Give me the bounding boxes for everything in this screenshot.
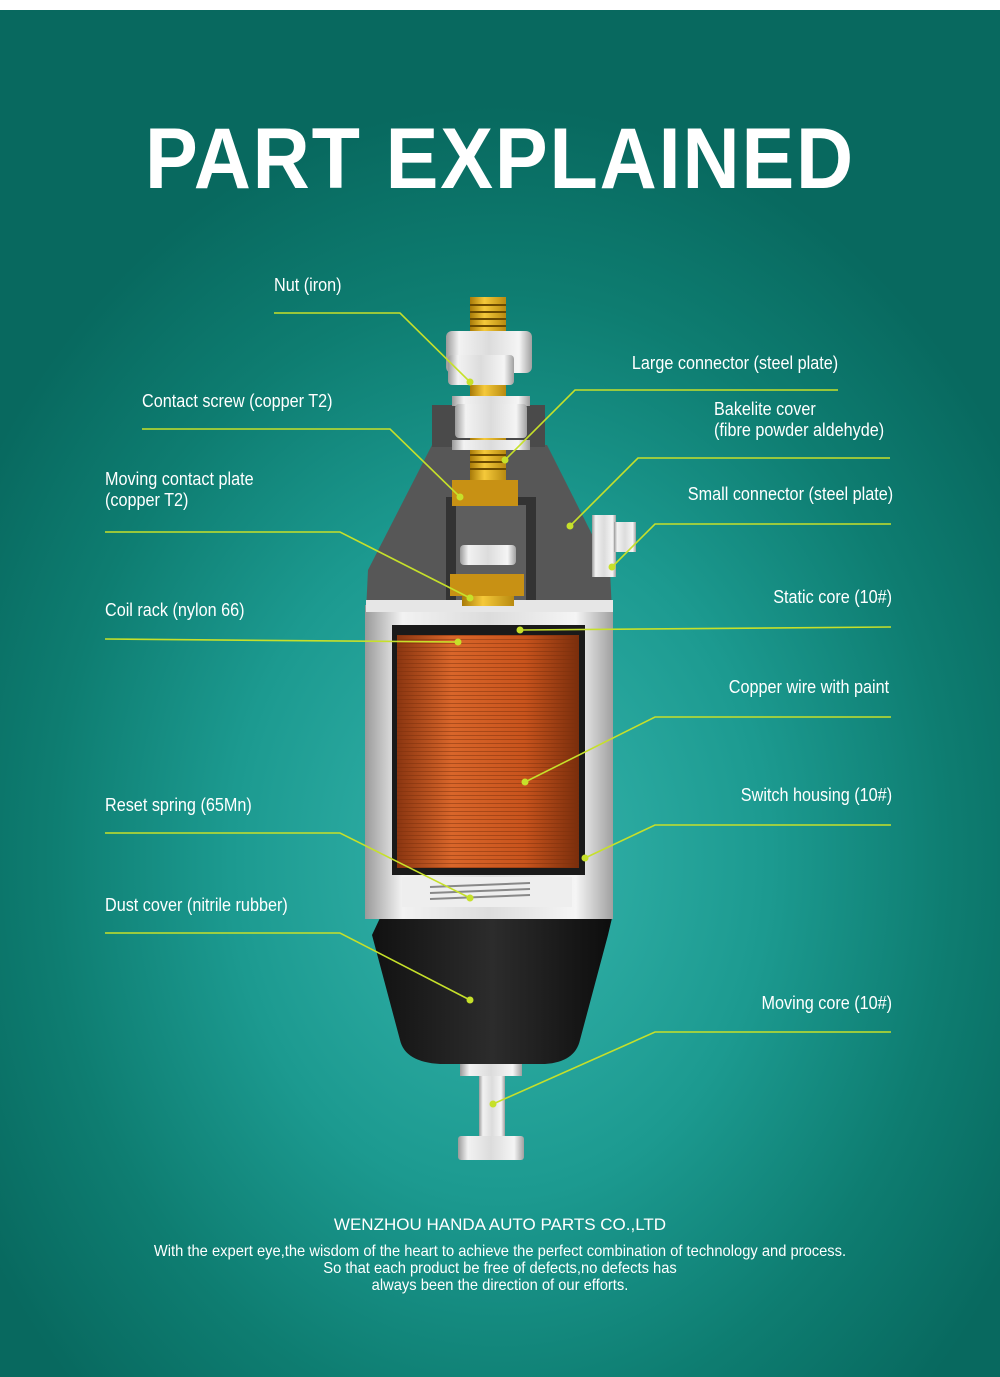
- label-coil-rack: Coil rack (nylon 66): [105, 600, 245, 620]
- company-name: WENZHOU HANDA AUTO PARTS CO.,LTD: [333, 1215, 667, 1234]
- label-moving-core: Moving core (10#): [761, 993, 892, 1013]
- label-bakelite-cover-material: (fibre powder aldehyde): [714, 420, 885, 440]
- label-static-core: Static core (10#): [773, 587, 892, 607]
- page-title: PART EXPLAINED: [144, 111, 856, 207]
- leader-dots: [454, 378, 616, 1108]
- solenoid-illustration: [365, 297, 636, 1160]
- label-contact-screw: Contact screw (copper T2): [142, 391, 333, 411]
- slogan-line: With the expert eye,the wisdom of the he…: [153, 1243, 847, 1260]
- slogan-line: So that each product be free of defects,…: [323, 1260, 677, 1277]
- label-nut: Nut (iron): [274, 275, 342, 295]
- label-moving-contact-plate: Moving contact plate: [105, 469, 254, 489]
- slogan-line: always been the direction of our efforts…: [371, 1277, 629, 1294]
- label-moving-contact-plate-material: (copper T2): [105, 490, 189, 510]
- label-switch-housing: Switch housing (10#): [740, 785, 892, 805]
- label-reset-spring: Reset spring (65Mn): [105, 795, 252, 815]
- label-large-connector: Large connector (steel plate): [631, 353, 838, 373]
- label-dust-cover: Dust cover (nitrile rubber): [105, 895, 288, 915]
- label-bakelite-cover: Bakelite cover: [714, 399, 816, 419]
- label-small-connector: Small connector (steel plate): [687, 484, 893, 504]
- slogan: With the expert eye,the wisdom of the he…: [40, 1243, 960, 1294]
- leader-lines: [104, 312, 892, 1105]
- label-copper-wire: Copper wire with paint: [728, 677, 889, 697]
